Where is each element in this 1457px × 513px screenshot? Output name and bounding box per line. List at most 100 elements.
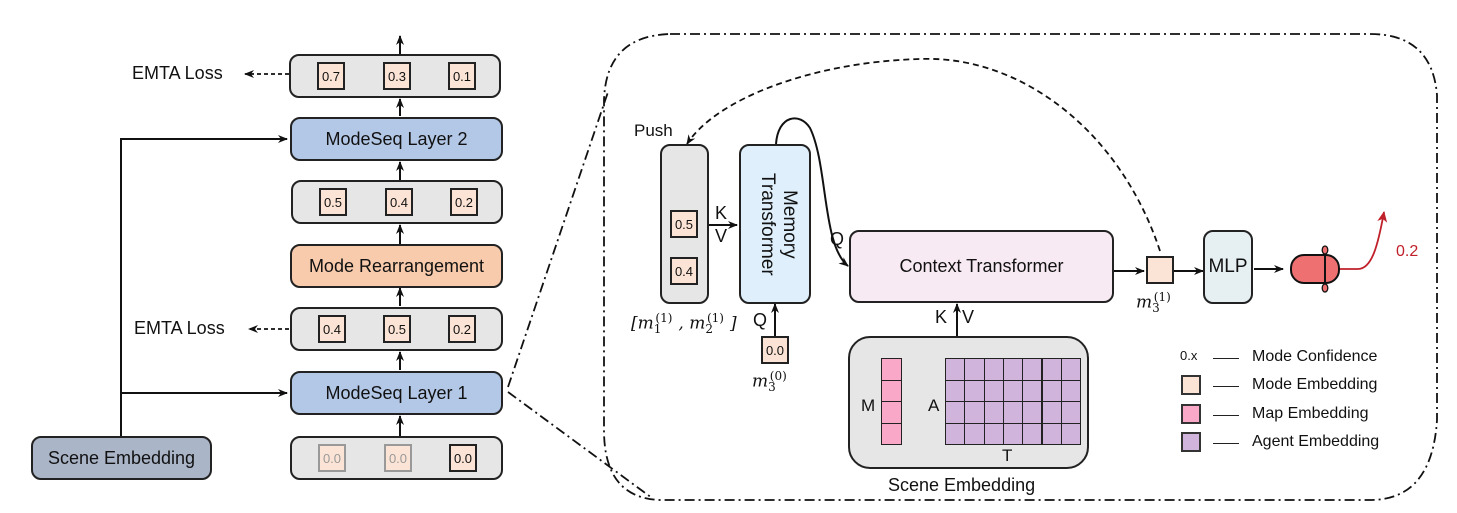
- mlp-label: MLP: [1208, 256, 1248, 277]
- agent-embedding-cell: [983, 379, 1004, 402]
- context-k-label: K: [935, 307, 948, 327]
- memory-bank: 0.5 0.4: [660, 144, 709, 304]
- mode-token: 0.0: [318, 444, 346, 472]
- memory-transformer-label: Memory Transformer: [757, 172, 800, 276]
- agent-embedding-cell: [945, 422, 966, 445]
- zoom-line-lower: [507, 391, 653, 499]
- context-query-label: Q: [830, 229, 845, 249]
- mode-token: 0.5: [383, 315, 411, 343]
- agent-embedding-cell: [983, 358, 1004, 381]
- legend-line: [1213, 415, 1239, 416]
- legend-item-map-embedding: Map Embedding: [1252, 405, 1369, 422]
- agent-embedding-cell: [1002, 379, 1024, 402]
- map-axis-label: M: [861, 396, 876, 415]
- agent-embedding-cell: [1002, 401, 1024, 424]
- memory-query-label: Q: [753, 310, 768, 330]
- push-label: Push: [634, 121, 673, 140]
- map-embedding-cell: [881, 401, 902, 424]
- map-embedding-cell: [881, 358, 902, 381]
- zoom-line-upper: [507, 91, 609, 388]
- mode-token: 0.2: [450, 188, 478, 216]
- legend-item-agent-embedding: Agent Embedding: [1252, 433, 1380, 450]
- memory-token: 0.5: [670, 210, 698, 238]
- agent-embedding-cell: [1041, 401, 1062, 424]
- mode-token: 0.5: [319, 188, 347, 216]
- output-mode-token: [1146, 256, 1174, 284]
- context-v-label: V: [962, 307, 975, 327]
- rearrangement-label: Mode Rearrangement: [308, 255, 485, 276]
- scene-embedding-label: Scene Embedding: [47, 447, 196, 468]
- layer1-label: ModeSeq Layer 1: [325, 382, 468, 403]
- agent-embedding-cell: [964, 379, 985, 402]
- agent-embedding-cell: [983, 422, 1004, 445]
- rearranged-row: 0.5 0.4 0.2: [291, 180, 503, 224]
- mode-token: 0.3: [383, 62, 411, 90]
- mode-token: 0.7: [317, 62, 345, 90]
- agent-embedding-cell: [1060, 358, 1082, 381]
- agent-embedding-cell: [964, 422, 985, 445]
- scene-embedding-detail-label: Scene Embedding: [888, 475, 1036, 495]
- time-axis-label: T: [1002, 446, 1013, 465]
- mode-token: 0.1: [448, 62, 476, 90]
- kv-v-label: V: [715, 226, 728, 246]
- layer1-output-row: 0.4 0.5 0.2: [290, 307, 503, 351]
- output-caption: m3(1): [1136, 290, 1171, 316]
- legend-line: [1213, 358, 1239, 359]
- agent-embedding-cell: [964, 358, 985, 381]
- agent-embedding-cell: [1022, 379, 1043, 402]
- query-caption: m3(0): [752, 369, 787, 395]
- layer2-output-row: 0.7 0.3 0.1: [289, 54, 501, 98]
- agent-embedding-cell: [1002, 358, 1024, 381]
- scene-embedding-box: Scene Embedding: [31, 436, 212, 480]
- memory-caption: [m1(1), m2(1)]: [631, 311, 737, 337]
- agent-embedding-cell: [945, 379, 966, 402]
- agent-embedding-cell: [983, 401, 1004, 424]
- map-embedding-cell: [881, 379, 902, 402]
- agent-embedding-cell: [1060, 422, 1082, 445]
- agent-embedding-cell: [1060, 401, 1082, 424]
- emta-loss-mid: EMTA Loss: [134, 318, 225, 338]
- emta-loss-top: EMTA Loss: [132, 63, 223, 83]
- modeseq-layer-1: ModeSeq Layer 1: [290, 371, 503, 415]
- agent-embedding-cell: [1041, 422, 1062, 445]
- agent-embedding-cell: [1002, 422, 1024, 445]
- agent-embedding-cell: [1041, 379, 1062, 402]
- agent-axis-label: A: [928, 396, 940, 415]
- mode-token: 0.2: [448, 315, 476, 343]
- legend-swatch-mode-embedding: [1181, 375, 1201, 395]
- mlp-box: MLP: [1203, 230, 1253, 304]
- vehicle-icon: [1290, 245, 1340, 293]
- trajectory-arrow: [1340, 211, 1388, 270]
- init-mode-row: 0.0 0.0 0.0: [290, 436, 503, 480]
- legend-item-mode-embedding: Mode Embedding: [1252, 376, 1378, 393]
- legend-line: [1213, 443, 1239, 444]
- legend-swatch-map-embedding: [1181, 404, 1201, 424]
- modeseq-layer-2: ModeSeq Layer 2: [290, 117, 503, 161]
- mode-rearrangement-box: Mode Rearrangement: [290, 244, 503, 288]
- agent-embedding-cell: [1022, 401, 1043, 424]
- agent-embedding-cell: [1041, 358, 1062, 381]
- agent-embedding-cell: [1022, 358, 1043, 381]
- context-transformer-box: Context Transformer: [849, 230, 1114, 303]
- legend-swatch-agent-embedding: [1181, 432, 1201, 452]
- agent-embedding-cell: [1022, 422, 1043, 445]
- memory-token: 0.4: [670, 257, 698, 285]
- legend-item-mode-confidence: Mode Confidence: [1252, 348, 1378, 365]
- kv-k-label: K: [715, 203, 728, 223]
- mode-token: 0.0: [449, 444, 477, 472]
- legend-line: [1213, 386, 1239, 387]
- agent-embedding-cell: [964, 401, 985, 424]
- memory-transformer-box: Memory Transformer: [739, 144, 811, 304]
- scene-to-layers-line: [120, 135, 288, 436]
- agent-embedding-cell: [1060, 379, 1082, 402]
- agent-embedding-cell: [945, 358, 966, 381]
- context-transformer-label: Context Transformer: [899, 256, 1064, 276]
- agent-embedding-cell: [945, 401, 966, 424]
- map-embedding-cell: [881, 422, 902, 445]
- layer2-label: ModeSeq Layer 2: [325, 128, 468, 149]
- mode-token: 0.0: [384, 444, 412, 472]
- confidence-label: 0.2: [1396, 243, 1419, 260]
- legend-confidence-sample: 0.x: [1180, 348, 1198, 363]
- mode-token: 0.4: [385, 188, 413, 216]
- query-mode-token: 0.0: [761, 336, 789, 364]
